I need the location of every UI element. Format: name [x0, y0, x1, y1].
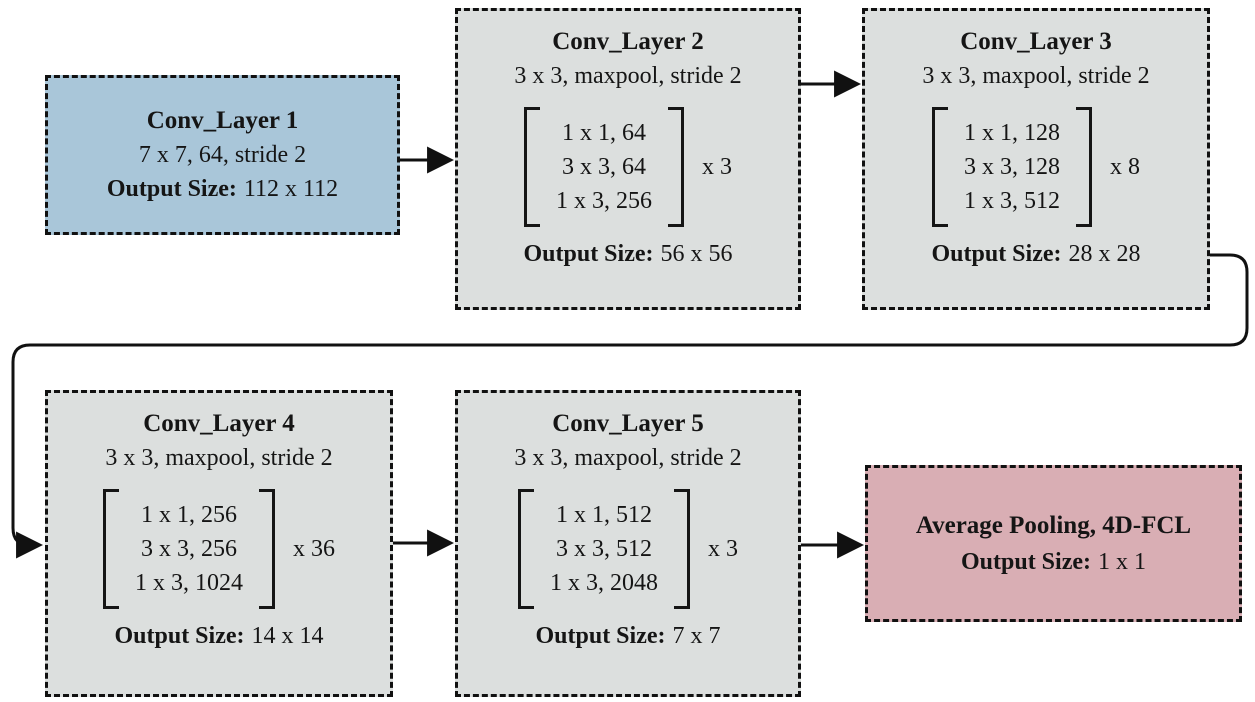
right-bracket [1076, 107, 1092, 227]
matrix-row: 3 x 3, 256 [141, 536, 237, 562]
average-pooling-box: Average Pooling, 4D-FCL Output Size: 1 x … [865, 465, 1242, 622]
matrix-row: 3 x 3, 64 [562, 154, 646, 180]
average-pooling-output: Output Size: 1 x 1 [961, 545, 1146, 579]
block-multiplier: x 36 [293, 535, 335, 562]
output-size-label: Output Size: [535, 623, 666, 649]
conv-layer-3-title: Conv_Layer 3 [960, 28, 1112, 55]
average-pooling-title: Average Pooling, 4D-FCL [915, 511, 1192, 539]
output-size-label: Output Size: [114, 623, 245, 649]
matrix-row: 1 x 3, 256 [556, 188, 652, 214]
block-multiplier: x 8 [1110, 153, 1140, 180]
conv-layer-1-title: Conv_Layer 1 [146, 107, 299, 134]
right-bracket [259, 489, 275, 609]
left-bracket [932, 107, 948, 227]
output-size-value: 56 x 56 [660, 241, 733, 267]
conv-layer-3-output: Output Size:28 x 28 [931, 237, 1140, 271]
conv-layer-3-spec: 3 x 3, maxpool, stride 2 [922, 63, 1150, 89]
output-size-label: Output Size: [931, 241, 1062, 267]
output-size-value: 1 x 1 [1098, 548, 1146, 575]
conv-layer-4-title: Conv_Layer 4 [143, 410, 295, 437]
conv-layer-4-output: Output Size:14 x 14 [114, 619, 323, 653]
matrix-row: 1 x 1, 64 [562, 120, 646, 146]
conv-layer-1-spec: 7 x 7, 64, stride 2 [138, 142, 307, 168]
output-size-value: 14 x 14 [251, 623, 324, 649]
conv-layer-2-title: Conv_Layer 2 [552, 28, 704, 55]
conv-layer-3-matrix: 1 x 1, 128 3 x 3, 128 1 x 3, 512 x 8 [932, 107, 1140, 227]
conv-layer-1-output: Output Size:112 x 112 [107, 172, 338, 206]
block-multiplier: x 3 [708, 535, 738, 562]
left-bracket [518, 489, 534, 609]
conv-layer-2-output: Output Size:56 x 56 [523, 237, 732, 271]
right-bracket [674, 489, 690, 609]
matrix-row: 3 x 3, 128 [964, 154, 1060, 180]
conv-layer-1-box: Conv_Layer 1 7 x 7, 64, stride 2 Output … [45, 75, 400, 235]
block-multiplier: x 3 [702, 153, 732, 180]
left-bracket [524, 107, 540, 227]
matrix-row: 1 x 1, 128 [964, 120, 1060, 146]
matrix-row: 1 x 3, 2048 [550, 570, 658, 596]
output-size-value: 7 x 7 [672, 623, 721, 649]
output-size-value: 28 x 28 [1068, 241, 1141, 267]
conv-layer-5-output: Output Size:7 x 7 [535, 619, 720, 653]
matrix-row: 1 x 3, 512 [964, 188, 1060, 214]
conv-layer-5-box: Conv_Layer 5 3 x 3, maxpool, stride 2 1 … [455, 390, 801, 697]
right-bracket [668, 107, 684, 227]
conv-layer-4-matrix: 1 x 1, 256 3 x 3, 256 1 x 3, 1024 x 36 [103, 489, 335, 609]
conv-layer-5-spec: 3 x 3, maxpool, stride 2 [514, 445, 742, 471]
conv-layer-5-matrix: 1 x 1, 512 3 x 3, 512 1 x 3, 2048 x 3 [518, 489, 738, 609]
matrix-row: 1 x 1, 256 [141, 502, 237, 528]
matrix-row: 1 x 3, 1024 [135, 570, 243, 596]
conv-layer-2-spec: 3 x 3, maxpool, stride 2 [514, 63, 742, 89]
output-size-label: Output Size: [960, 548, 1091, 575]
matrix-row: 3 x 3, 512 [556, 536, 652, 562]
conv-layer-4-box: Conv_Layer 4 3 x 3, maxpool, stride 2 1 … [45, 390, 393, 697]
conv-layer-2-matrix: 1 x 1, 64 3 x 3, 64 1 x 3, 256 x 3 [524, 107, 732, 227]
conv-layer-5-title: Conv_Layer 5 [552, 410, 704, 437]
conv-layer-4-spec: 3 x 3, maxpool, stride 2 [105, 445, 333, 471]
output-size-value: 112 x 112 [243, 176, 339, 202]
left-bracket [103, 489, 119, 609]
conv-layer-2-box: Conv_Layer 2 3 x 3, maxpool, stride 2 1 … [455, 8, 801, 310]
output-size-label: Output Size: [106, 176, 237, 202]
conv-layer-3-box: Conv_Layer 3 3 x 3, maxpool, stride 2 1 … [862, 8, 1210, 310]
output-size-label: Output Size: [523, 241, 654, 267]
matrix-row: 1 x 1, 512 [556, 502, 652, 528]
